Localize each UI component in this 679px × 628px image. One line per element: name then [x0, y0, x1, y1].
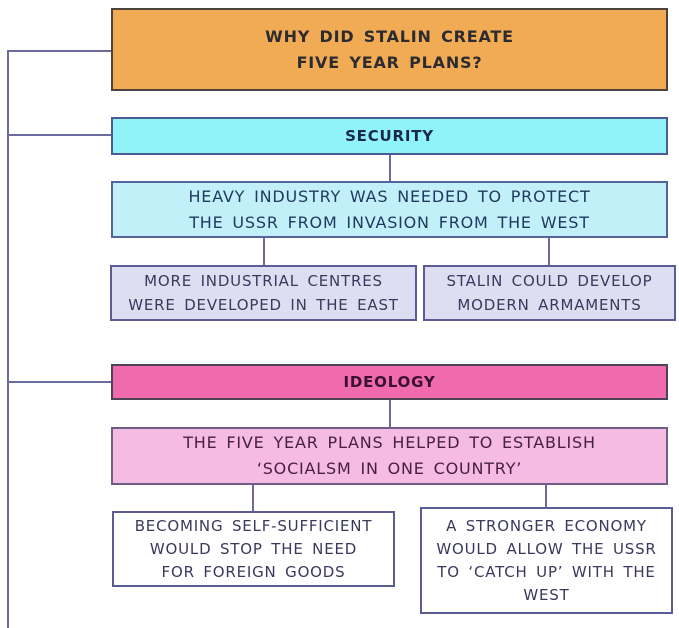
connector-ideology-reason-to-detail-left — [252, 485, 254, 511]
ideology-detail-right-box: A STRONGER ECONOMY WOULD ALLOW THE USSR … — [420, 507, 673, 614]
ideology-detail-left-box: BECOMING SELF-SUFFICIENT WOULD STOP THE … — [112, 511, 395, 587]
security-detail-right-box: STALIN COULD DEVELOP MODERN ARMAMENTS — [423, 265, 676, 321]
connector-branch-security — [7, 134, 111, 136]
connector-ideology-reason-to-detail-right — [545, 485, 547, 507]
ideology-header-box: IDEOLOGY — [111, 364, 668, 400]
connector-ideology-to-reason — [389, 400, 391, 427]
title-question-box: WHY DID STALIN CREATE FIVE YEAR PLANS? — [111, 8, 668, 91]
connector-security-to-reason — [389, 155, 391, 181]
connector-reason-to-detail-left — [263, 238, 265, 265]
ideology-reason-box: THE FIVE YEAR PLANS HELPED TO ESTABLISH … — [111, 427, 668, 485]
connector-left-spine — [7, 50, 9, 628]
connector-branch-question — [7, 50, 111, 52]
security-detail-left-box: MORE INDUSTRIAL CENTRES WERE DEVELOPED I… — [110, 265, 417, 321]
connector-branch-ideology — [7, 381, 111, 383]
security-reason-box: HEAVY INDUSTRY WAS NEEDED TO PROTECT THE… — [111, 181, 668, 238]
connector-reason-to-detail-right — [548, 238, 550, 265]
security-header-box: SECURITY — [111, 117, 668, 155]
